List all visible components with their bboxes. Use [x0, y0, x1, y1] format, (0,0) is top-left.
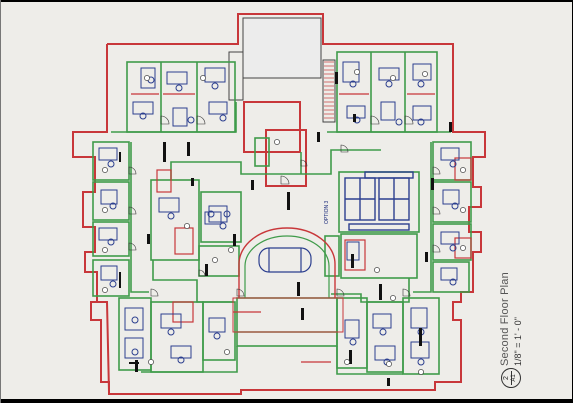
exterior-wall-outline [72, 13, 486, 395]
stair-core [228, 17, 336, 123]
title-block: 2 A1 Second Floor Plan 1/8" = 1' - 0" [489, 272, 547, 394]
drawing-title: Second Floor Plan [499, 272, 511, 366]
option-label: OPTION 3 [324, 200, 330, 224]
red-partitions [131, 93, 472, 363]
door-swings [128, 115, 441, 297]
annotation-marks [119, 72, 452, 386]
room-tags [102, 69, 466, 375]
interior-walls [92, 51, 472, 375]
drawing-scale: 1/8" = 1' - 0" [513, 317, 523, 366]
detail-marker-icon: 2 A1 [501, 368, 521, 388]
furniture-layer [98, 61, 460, 366]
stair-icon [324, 61, 334, 119]
detail-number: 2 [503, 376, 510, 380]
conference-table [258, 247, 312, 273]
central-curved-room [232, 227, 344, 333]
sheet-number: A1 [511, 374, 517, 382]
window-edge [0, 0, 1, 403]
option-workstations [344, 171, 414, 231]
